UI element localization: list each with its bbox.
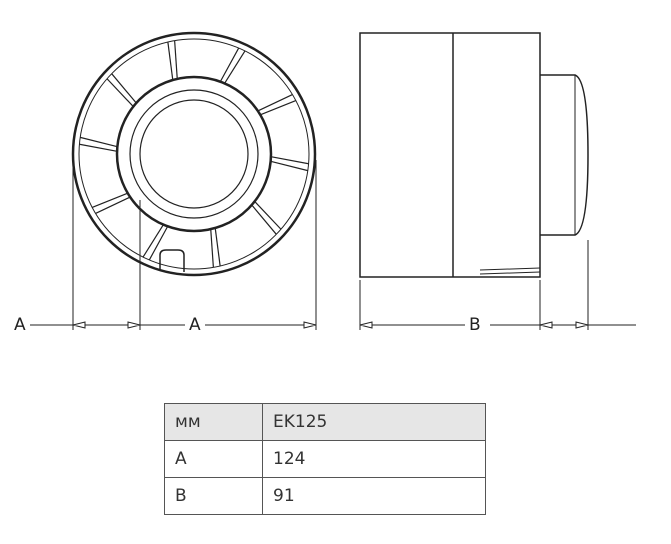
grille-rib: [251, 204, 277, 235]
table-cell: 124: [262, 440, 486, 478]
grille-rib: [260, 99, 297, 116]
table-cell: A: [164, 440, 263, 478]
grille-rib: [95, 196, 131, 215]
grille-rib: [106, 78, 134, 108]
table-row: B 91: [164, 477, 486, 515]
grille-rib: [254, 200, 282, 230]
table-row: A 124: [164, 440, 486, 478]
grille-rib: [111, 73, 137, 104]
dimension-lines: [30, 160, 636, 330]
grille-rib: [257, 93, 293, 112]
table-cell: 91: [262, 477, 486, 515]
table-header-model: EK125: [262, 403, 486, 441]
table-cell: B: [164, 477, 263, 515]
grille-rib: [142, 224, 164, 258]
grille-rib: [174, 40, 178, 79]
table-header-row: мм EK125: [164, 403, 486, 441]
grille-rib: [167, 41, 174, 81]
grille-rib: [219, 47, 240, 82]
dimension-label-a-center: A: [187, 315, 203, 335]
dimension-label-b: B: [467, 315, 483, 335]
grille-rib: [91, 192, 128, 209]
grille-rib: [148, 226, 169, 261]
grille-rib: [270, 156, 309, 165]
grille-rib: [80, 136, 118, 148]
grille-rib: [270, 160, 308, 172]
table-header-unit: мм: [164, 403, 263, 441]
grille-rib: [79, 143, 118, 152]
grille-rib: [224, 50, 246, 84]
dimensions-table: мм EK125 A 124 B 91: [164, 403, 486, 515]
grille-rib: [210, 229, 214, 268]
grille-rib: [214, 227, 221, 267]
side-view: [359, 32, 589, 278]
dimension-label-a-left: A: [12, 315, 28, 335]
front-view: [71, 31, 317, 277]
